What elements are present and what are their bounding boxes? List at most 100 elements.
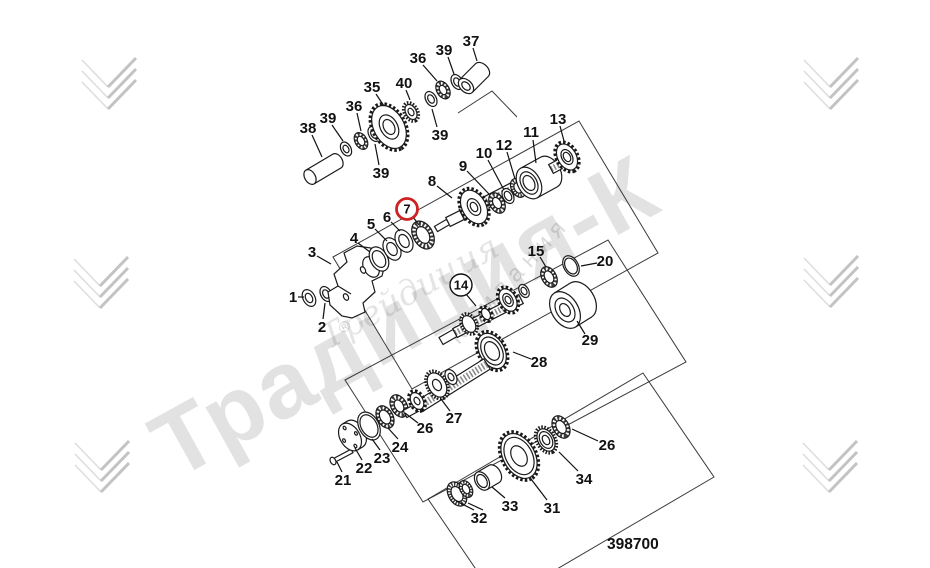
chevron-logo-icon (803, 56, 860, 111)
svg-text:33: 33 (502, 498, 519, 515)
part-38-pin (303, 153, 344, 185)
part-32-bearing-inner (458, 480, 474, 498)
svg-text:10: 10 (476, 145, 493, 162)
svg-text:34: 34 (576, 471, 593, 488)
part-label-12: 12 (496, 137, 516, 180)
part-label-33: 33 (491, 486, 519, 515)
part-label-26: 26 (571, 428, 615, 454)
part-11-drum (515, 155, 568, 200)
part-label-31: 31 (530, 478, 561, 517)
svg-text:11: 11 (523, 124, 539, 141)
part-label-4: 4 (350, 230, 371, 253)
doc-number: 398700 (607, 536, 659, 553)
svg-text:39: 39 (373, 165, 390, 182)
svg-text:36: 36 (410, 50, 427, 67)
part-label-10: 10 (476, 145, 505, 191)
svg-text:39: 39 (320, 110, 337, 127)
part-label-39: 39 (320, 110, 344, 142)
chevron-logo-icon (74, 439, 131, 494)
part-label-11: 11 (523, 124, 539, 164)
part-label-27: 27 (440, 398, 463, 427)
part-27-gear-a (407, 389, 427, 413)
corner-chevron-logos (73, 56, 860, 494)
part-40-gear (401, 101, 421, 123)
svg-text:12: 12 (496, 137, 513, 154)
part-8-gear (457, 186, 491, 228)
assembly-14-gear-a (459, 312, 479, 336)
part-label-24: 24 (387, 427, 409, 456)
assembly-14-ring (518, 283, 530, 299)
svg-text:36: 36 (346, 98, 363, 115)
part-label-26: 26 (404, 412, 434, 437)
svg-text:2: 2 (318, 319, 326, 336)
part-label-28: 28 (512, 351, 548, 371)
part-label-14: 14 (449, 273, 477, 307)
chevron-logo-icon (802, 439, 859, 494)
svg-text:39: 39 (436, 42, 453, 59)
part-label-37: 37 (463, 33, 480, 62)
svg-text:6: 6 (383, 209, 391, 226)
assembly-plane-upper (332, 120, 659, 390)
svg-text:3: 3 (308, 244, 316, 261)
part-label-2: 2 (318, 302, 326, 336)
svg-text:4: 4 (350, 230, 359, 247)
part-37-bushing (457, 61, 491, 95)
part-27-gear-b (424, 369, 450, 401)
part-39-washer-a (339, 141, 353, 157)
part-label-40: 40 (396, 75, 413, 101)
part-label-21: 21 (335, 461, 351, 489)
svg-text:22: 22 (356, 460, 373, 477)
part-label-34: 34 (558, 451, 593, 488)
svg-text:38: 38 (300, 120, 317, 137)
svg-text:31: 31 (544, 500, 561, 517)
part-label-3: 3 (308, 244, 332, 265)
part-36-bearing-b (435, 80, 451, 100)
part-label-1: 1 (289, 289, 304, 306)
part-label-39: 39 (373, 143, 390, 182)
part-label-29: 29 (576, 320, 599, 349)
part-label-9: 9 (459, 158, 490, 195)
chevron-logo-icon (81, 56, 138, 111)
svg-text:32: 32 (471, 510, 488, 527)
part-24-ring (375, 405, 395, 429)
part-7-bearing (411, 220, 435, 250)
part-label-32: 32 (455, 500, 488, 527)
svg-text:26: 26 (417, 420, 434, 437)
part-label-39: 39 (436, 42, 455, 75)
part-21-bolt (329, 448, 354, 466)
part-26-bearing-b (551, 415, 571, 439)
part-13-gear (553, 140, 581, 174)
part-label-15: 15 (528, 243, 547, 268)
assembly-14-gear-c (495, 285, 521, 315)
svg-text:14: 14 (454, 278, 469, 293)
parts-layer (301, 61, 598, 507)
part-34-gear (533, 425, 559, 455)
part-label-20: 20 (580, 253, 613, 270)
svg-text:28: 28 (531, 354, 548, 371)
svg-text:7: 7 (403, 202, 410, 217)
svg-text:35: 35 (364, 79, 381, 96)
svg-text:24: 24 (392, 439, 409, 456)
part-20-ring (562, 255, 580, 277)
assembly-plane-lower (427, 372, 715, 568)
svg-text:5: 5 (367, 216, 375, 233)
part-label-7: 7 (395, 197, 420, 226)
svg-text:40: 40 (396, 75, 413, 92)
svg-text:23: 23 (374, 450, 391, 467)
svg-text:29: 29 (582, 332, 599, 349)
part-label-23: 23 (371, 438, 391, 467)
part-label-36: 36 (410, 50, 438, 82)
svg-text:27: 27 (446, 410, 463, 427)
part-36-bearing-a (353, 132, 369, 150)
assembly-14-gear-b (478, 304, 494, 324)
part-label-35: 35 (364, 79, 385, 107)
part-31-gear (497, 430, 541, 482)
part-9-bearing (488, 192, 506, 214)
svg-text:37: 37 (463, 33, 480, 50)
part-22-cover-plate (337, 419, 368, 452)
svg-text:13: 13 (550, 111, 567, 128)
assembly-circle (449, 273, 473, 297)
part-label-38: 38 (300, 120, 323, 158)
